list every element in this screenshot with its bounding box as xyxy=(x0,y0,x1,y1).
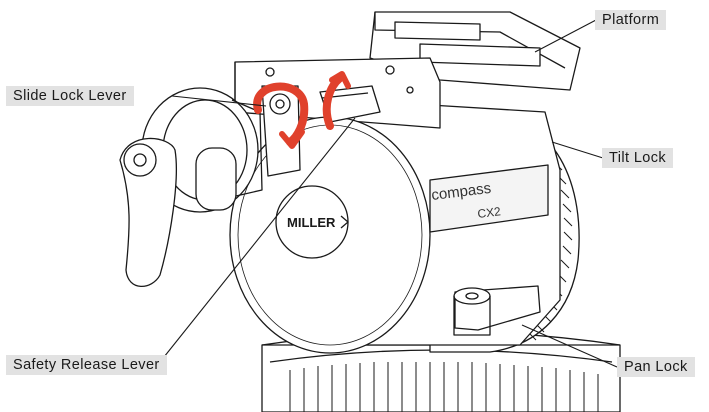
base-ribs xyxy=(289,362,599,412)
brand-logo: MILLER xyxy=(287,215,336,230)
slide-lock-leader xyxy=(171,95,267,107)
pan-lock-knob xyxy=(453,285,541,336)
pan-lock-leader xyxy=(521,324,618,368)
safety-release-lever-label: Safety Release Lever xyxy=(6,355,167,375)
tilt-lock-leader xyxy=(551,141,604,159)
safety-release-leader xyxy=(159,117,356,363)
miller-badge: MILLER xyxy=(275,185,349,259)
platform-leader xyxy=(534,19,597,53)
safety-release-rotation-arrow xyxy=(322,74,344,130)
slide-lock-lever xyxy=(261,85,301,177)
rotation-arrows xyxy=(253,71,351,149)
tilt-lock-label: Tilt Lock xyxy=(602,148,674,168)
pan-lock-label: Pan Lock xyxy=(617,357,695,377)
model-code-engraving: CX2 xyxy=(477,204,502,221)
camera-platform xyxy=(234,11,581,129)
tilt-handle-assembly xyxy=(119,87,263,288)
slide-lock-lever-label: Slide Lock Lever xyxy=(6,86,134,106)
platform-label: Platform xyxy=(595,10,667,30)
leader-lines xyxy=(159,19,618,368)
